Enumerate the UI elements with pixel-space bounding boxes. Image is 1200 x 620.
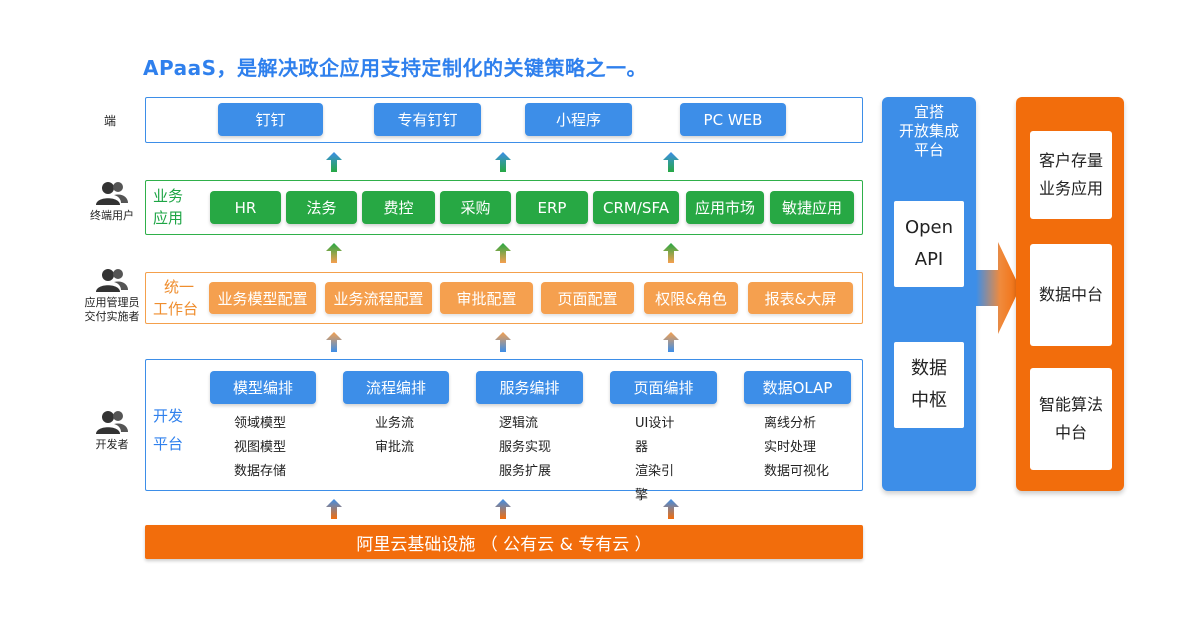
open-api-box[interactable]: Open API (894, 201, 964, 287)
up-arrow-icon (326, 499, 342, 519)
workbench-item-approval[interactable]: 审批配置 (440, 282, 533, 314)
users-icon (96, 269, 128, 292)
dev-header-page[interactable]: 页面编排 (610, 371, 717, 404)
dev-col-olap-items: 离线分析 实时处理 数据可视化 (764, 412, 829, 484)
dev-col-page-items: UI设计 器 渲染引 擎 (635, 412, 674, 508)
list-item: 离线分析 (764, 416, 817, 431)
users-icon (96, 411, 128, 434)
list-item: 渲染引 (635, 464, 675, 479)
list-item: 擎 (635, 488, 649, 503)
dev-header-service[interactable]: 服务编排 (476, 371, 583, 404)
business-item-legal[interactable]: 法务 (286, 191, 357, 224)
dev-header-model[interactable]: 模型编排 (210, 371, 316, 404)
list-item: 逻辑流 (499, 416, 539, 431)
data-middle-platform-box[interactable]: 数据中台 (1030, 244, 1112, 346)
list-item: 服务实现 (499, 440, 552, 455)
business-item-crm-sfa[interactable]: CRM/SFA (593, 191, 679, 224)
workbench-item-permission-role[interactable]: 权限&角色 (644, 282, 738, 314)
integration-platform-title: 宜搭 开放集成 平台 (898, 103, 959, 159)
up-arrow-icon (326, 152, 342, 172)
up-arrow-icon (663, 332, 679, 352)
list-item: 数据可视化 (764, 464, 830, 479)
workbench-item-report-screen[interactable]: 报表&大屏 (748, 282, 853, 314)
legacy-apps-box[interactable]: 客户存量 业务应用 (1030, 131, 1112, 219)
business-item-procurement[interactable]: 采购 (440, 191, 511, 224)
data-hub-box[interactable]: 数据 中枢 (894, 342, 964, 428)
users-icon (96, 182, 128, 205)
dev-col-service-items: 逻辑流 服务实现 服务扩展 (499, 412, 551, 484)
workbench-layer-label: 统一 工作台 (153, 278, 199, 318)
role-app-managers: 应用管理员 交付实施者 (57, 268, 167, 324)
list-item: 数据存储 (234, 464, 287, 479)
list-item: 实时处理 (764, 440, 817, 455)
list-item: 器 (635, 440, 649, 455)
role-developers: 开发者 (57, 410, 167, 452)
up-arrow-icon (663, 499, 679, 519)
dev-header-process[interactable]: 流程编排 (343, 371, 449, 404)
up-arrow-icon (663, 152, 679, 172)
workbench-item-business-process[interactable]: 业务流程配置 (325, 282, 432, 314)
infrastructure-bar[interactable]: 阿里云基础设施 （ 公有云 & 专有云 ） (145, 525, 863, 559)
up-arrow-icon (495, 152, 511, 172)
workbench-item-business-model[interactable]: 业务模型配置 (209, 282, 316, 314)
business-item-app-market[interactable]: 应用市场 (686, 191, 764, 224)
list-item: 审批流 (375, 440, 415, 455)
terminal-role-label: 端 (104, 114, 117, 128)
dev-header-olap[interactable]: 数据OLAP (744, 371, 851, 404)
terminal-item-dingtalk[interactable]: 钉钉 (218, 103, 323, 136)
role-end-users: 终端用户 (57, 181, 167, 223)
up-arrow-icon (326, 243, 342, 263)
list-item: 业务流 (375, 416, 415, 431)
dev-col-model-items: 领域模型 视图模型 数据存储 (234, 412, 286, 484)
up-arrow-icon (495, 332, 511, 352)
terminal-item-mini-program[interactable]: 小程序 (525, 103, 632, 136)
up-arrow-icon (495, 499, 511, 519)
up-arrow-icon (495, 243, 511, 263)
business-item-hr[interactable]: HR (210, 191, 281, 224)
business-layer-label: 业务 应用 (153, 187, 184, 227)
dev-platform-label: 开发 平台 (153, 407, 184, 453)
list-item: 领域模型 (234, 416, 287, 431)
ai-algorithm-platform-box[interactable]: 智能算法 中台 (1030, 368, 1112, 470)
list-item: 视图模型 (234, 440, 287, 455)
workbench-item-page[interactable]: 页面配置 (541, 282, 634, 314)
up-arrow-icon (663, 243, 679, 263)
terminal-item-pc-web[interactable]: PC WEB (680, 103, 786, 136)
business-item-expense[interactable]: 费控 (362, 191, 435, 224)
business-item-agile-app[interactable]: 敏捷应用 (770, 191, 854, 224)
right-arrow-icon (976, 242, 1020, 334)
up-arrow-icon (326, 332, 342, 352)
terminal-item-private-dingtalk[interactable]: 专有钉钉 (374, 103, 481, 136)
business-item-erp[interactable]: ERP (516, 191, 588, 224)
list-item: UI设计 (635, 416, 675, 431)
page-title: APaaS，是解决政企应用支持定制化的关键策略之一。 (143, 56, 647, 80)
dev-col-process-items: 业务流 审批流 (375, 412, 414, 460)
list-item: 服务扩展 (499, 464, 552, 479)
